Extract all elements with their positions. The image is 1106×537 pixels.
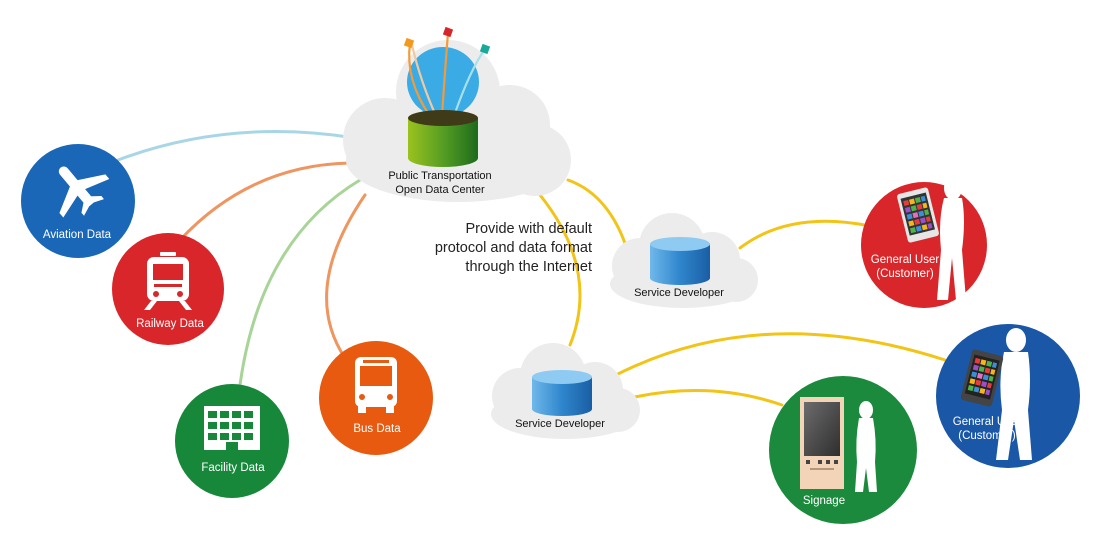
link-dev-lower-user: [610, 332, 947, 379]
fiber-tip-orange: [403, 37, 415, 49]
link-dev-lower-signage: [628, 389, 784, 407]
train-icon: [144, 252, 192, 310]
facility-data-label: Facility Data: [201, 462, 265, 474]
woman-silhouette-icon: [855, 401, 877, 492]
signage-kiosk-icon: [800, 397, 844, 489]
signage-label: Signage: [803, 495, 845, 507]
database-cylinder-icon: [650, 237, 710, 285]
airplane-icon: [58, 166, 110, 218]
link-bus: [325, 193, 367, 360]
bus-data-node: Bus Data: [319, 341, 433, 455]
tablet-icon: [897, 187, 939, 243]
open-data-center: Public Transportation Open Data Center: [343, 26, 571, 202]
general-user-upper-node: General User (Customer): [861, 176, 987, 308]
center-title-line1: Public Transportation: [388, 170, 491, 182]
caption-line3: through the Internet: [465, 259, 592, 275]
railway-data-node: Railway Data: [112, 233, 224, 345]
woman-silhouette-icon: [937, 176, 966, 300]
link-facility: [238, 178, 362, 387]
railway-data-label: Railway Data: [136, 318, 204, 330]
center-title-line2: Open Data Center: [395, 184, 485, 196]
internet-caption: Provide with default protocol and data f…: [372, 220, 592, 277]
general-user-upper-label-line2: (Customer): [876, 268, 934, 280]
link-dev-upper-user: [738, 219, 872, 250]
tablet-icon: [960, 349, 1004, 407]
aviation-data-label: Aviation Data: [43, 229, 112, 241]
fiber-tip-red: [442, 26, 454, 38]
tablet-app-tiles: [967, 357, 998, 396]
signage-node: Signage: [769, 376, 917, 524]
link-center-dev-upper: [566, 178, 630, 254]
database-cylinder-icon: [532, 370, 592, 416]
data-fibers: [408, 31, 487, 118]
service-developer-lower: Service Developer: [491, 343, 640, 439]
service-developer-upper-label: Service Developer: [634, 287, 724, 299]
connection-lines: [116, 130, 947, 407]
service-developer-lower-label: Service Developer: [515, 418, 605, 430]
general-user-upper-label-line1: General User: [871, 254, 940, 266]
bus-data-label: Bus Data: [353, 423, 401, 435]
fiber-tip-teal: [479, 43, 491, 55]
caption-line2: protocol and data format: [434, 240, 592, 256]
building-windows: [208, 411, 253, 450]
link-aviation: [116, 130, 357, 162]
bus-icon: [355, 357, 397, 413]
facility-data-node: Facility Data: [175, 384, 289, 498]
database-cylinder-icon: [408, 110, 478, 167]
link-center-dev-lower: [538, 193, 582, 347]
general-user-lower-label-line2: (Customer): [958, 430, 1016, 442]
general-user-lower-node: General User (Customer): [936, 324, 1080, 468]
general-user-lower-label-line1: General User: [953, 416, 1022, 428]
caption-line1: Provide with default: [465, 221, 592, 237]
aviation-data-node: Aviation Data: [21, 144, 135, 258]
tablet-app-tiles: [903, 195, 933, 234]
service-developer-upper: Service Developer: [610, 213, 758, 308]
woman-silhouette-icon: [996, 328, 1032, 460]
link-railway: [178, 161, 352, 242]
